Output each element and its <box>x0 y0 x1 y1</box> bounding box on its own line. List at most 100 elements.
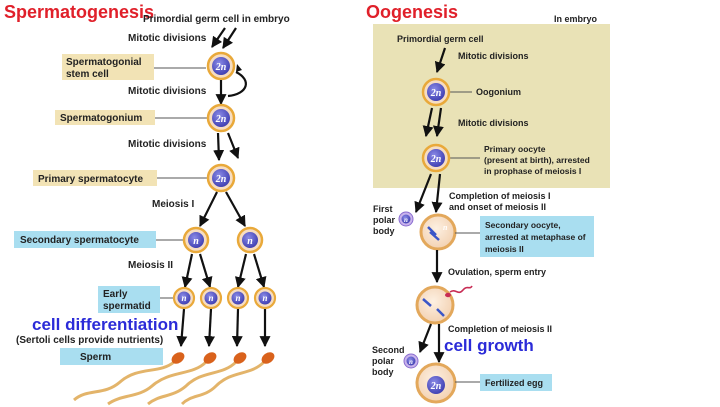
oogonium-label: Oogonium <box>476 87 521 97</box>
arrow <box>418 323 433 354</box>
stem-cell-label-1: Spermatogonial <box>66 57 142 68</box>
early-spermatid-cell: n <box>199 286 223 310</box>
arrow <box>211 27 226 48</box>
secondary-oocyte-label-3: meiosis II <box>485 244 524 254</box>
ploidy-label: n <box>181 293 186 303</box>
secondary-spermatocyte-label: Secondary spermatocyte <box>20 235 139 246</box>
sperm-cell <box>147 352 247 406</box>
second-polar-label-2: polar <box>372 356 395 366</box>
oogenesis-title: Oogenesis <box>366 2 458 22</box>
embryo-panel <box>373 24 610 188</box>
sperm-label: Sperm <box>80 352 111 363</box>
first-polar-label-2: polar <box>373 215 396 225</box>
sertoli-note: (Sertoli cells provide nutrients) <box>16 335 163 346</box>
ploidy-label: 2n <box>430 381 442 392</box>
sperm-box <box>60 348 163 365</box>
stem-cell: 2n <box>206 51 236 81</box>
ploidy-label: 2n <box>215 174 227 185</box>
completion-2-label: Completion of meiosis II <box>448 324 552 334</box>
early-spermatid-label-2: spermatid <box>103 301 151 312</box>
spermatogonium-box <box>55 110 155 125</box>
primary-oocyte-label-2: (present at birth), arrested <box>484 155 590 165</box>
completion-1-label-1: Completion of meiosis I <box>449 191 551 201</box>
primary-spermatocyte-label: Primary spermatocyte <box>38 174 143 185</box>
secondary-spermatocyte-cell: n <box>182 226 210 254</box>
arrow <box>252 253 267 289</box>
ploidy-label: n <box>404 216 408 224</box>
primary-spermatocyte-box <box>33 170 157 186</box>
stem-cell-label-2: stem cell <box>66 69 109 80</box>
ploidy-label: n <box>247 236 253 247</box>
primary-oocyte-label-3: in prophase of meiosis I <box>484 166 581 176</box>
secondary-spermatocyte-cell: n <box>236 226 264 254</box>
cell-differentiation-note: cell differentiation <box>32 315 178 334</box>
sperm-cell <box>107 352 217 406</box>
ploidy-label: 2n <box>215 62 227 73</box>
primary-oocyte-label-1: Primary oocyte <box>484 144 546 154</box>
oo-mitotic-1-label: Mitotic divisions <box>458 51 529 61</box>
arrow <box>222 27 237 49</box>
spermatogonium-cell: 2n <box>206 103 236 133</box>
sperm-mitotic-1-label: Mitotic divisions <box>128 33 207 44</box>
cell-growth-note: cell growth <box>444 336 534 355</box>
arrow <box>213 132 225 162</box>
ploidy-label: 2n <box>430 154 442 165</box>
ploidy-label: n <box>193 236 199 247</box>
renewal-arrow <box>227 71 247 98</box>
early-spermatid-cell: n <box>253 286 277 310</box>
secondary-oocyte-box <box>480 216 594 257</box>
oogonium-cell: 2n <box>421 77 451 107</box>
completion-1-label-2: and onset of meiosis II <box>449 202 546 212</box>
ploidy-label: n <box>443 223 448 232</box>
spermatogenesis-title: Spermatogenesis <box>4 2 154 22</box>
ploidy-label: n <box>208 293 213 303</box>
arrow <box>199 191 218 227</box>
meiosis-1-label: Meiosis I <box>152 199 194 210</box>
secondary-spermatocyte-box <box>14 231 156 248</box>
arrow <box>226 132 240 160</box>
arrow <box>198 253 213 289</box>
meiosis-2-label: Meiosis II <box>128 260 173 271</box>
arrow <box>231 308 243 348</box>
arrow <box>234 253 248 289</box>
sperm-cell <box>73 352 185 402</box>
secondary-oocyte-label-1: Secondary oocyte, <box>485 220 561 230</box>
in-embryo-label: In embryo <box>554 14 598 24</box>
renewal-arrowhead <box>236 64 242 72</box>
oo-mitotic-2-label: Mitotic divisions <box>458 118 529 128</box>
early-spermatid-box <box>98 286 160 313</box>
spermatogonium-label: Spermatogonium <box>60 113 142 124</box>
fertilized-egg-box <box>480 374 552 391</box>
oo-primordial-label: Primordial germ cell <box>397 34 484 44</box>
ploidy-label: n <box>409 358 413 366</box>
sperm-mitotic-3-label: Mitotic divisions <box>128 139 207 150</box>
early-spermatid-cell: n <box>226 286 250 310</box>
sperm-mitotic-2-label: Mitotic divisions <box>128 86 207 97</box>
early-spermatid-cell: n <box>172 286 196 310</box>
arrow <box>204 308 216 348</box>
first-polar-label-3: body <box>373 226 395 236</box>
primary-spermatocyte-cell: 2n <box>206 163 236 193</box>
oocyte-with-sperm-cell <box>415 285 473 325</box>
arrow <box>431 173 443 214</box>
arrow <box>432 107 444 138</box>
fertilized-egg-cell: 2n <box>415 362 457 404</box>
arrow <box>225 191 246 227</box>
first-polar-body: n <box>398 211 414 227</box>
second-polar-label-3: body <box>372 367 394 377</box>
primary-oocyte-cell: 2n <box>421 143 451 173</box>
early-spermatid-label-1: Early <box>103 289 128 300</box>
arrow <box>434 47 447 74</box>
ovulation-label: Ovulation, sperm entry <box>448 267 546 277</box>
ploidy-label: 2n <box>430 88 442 99</box>
secondary-oocyte-cell: n <box>419 213 457 251</box>
stem-cell-box <box>62 54 154 80</box>
ploidy-label: 2n <box>215 114 227 125</box>
sperm-primordial-label: Primordial germ cell in embryo <box>143 14 290 25</box>
arrow <box>422 107 434 138</box>
fertilized-egg-label: Fertilized egg <box>485 378 543 388</box>
arrow <box>176 308 188 348</box>
first-polar-label-1: First <box>373 204 393 214</box>
